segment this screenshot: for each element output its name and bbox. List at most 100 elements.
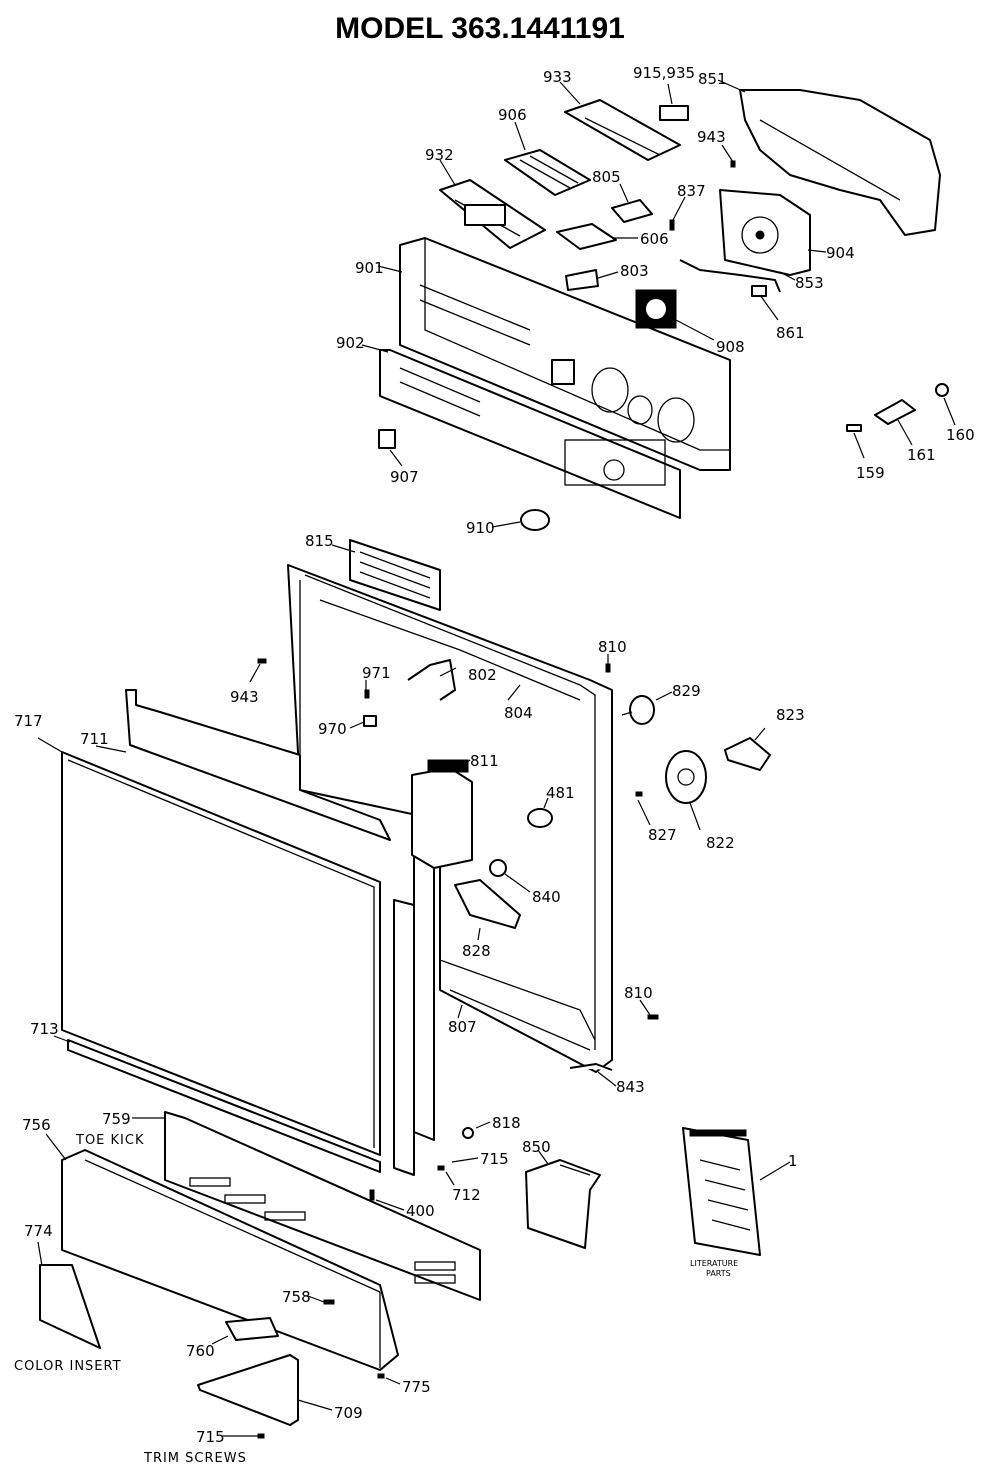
label-606: 606	[640, 230, 669, 248]
label-805: 805	[592, 168, 621, 186]
model-title: MODEL 363.1441191	[335, 12, 625, 45]
part-713-drawing	[67, 1039, 381, 1173]
label-933: 933	[543, 68, 572, 86]
label-908: 908	[716, 338, 745, 356]
screw-810-top	[605, 663, 611, 673]
part-850-drawing	[525, 1159, 601, 1249]
part-802-drawing	[407, 659, 456, 701]
label-160: 160	[946, 426, 975, 444]
label-709: 709	[334, 1404, 363, 1422]
part-933-drawing	[564, 99, 681, 161]
label-758: 758	[282, 1288, 311, 1306]
screw-827	[635, 791, 643, 797]
label-851: 851	[698, 70, 727, 88]
caption-trim-screws: TRIM SCREWS	[143, 1451, 247, 1466]
part-606-drawing	[556, 223, 617, 250]
part-840-drawing	[489, 859, 507, 877]
part-907-drawing	[378, 429, 396, 449]
label-901: 901	[355, 259, 384, 277]
label-818: 818	[492, 1114, 521, 1132]
label-907: 907	[390, 468, 419, 486]
label-161: 161	[907, 446, 936, 464]
label-715-bottom: 715	[196, 1428, 225, 1446]
label-810-top: 810	[598, 638, 627, 656]
label-807: 807	[448, 1018, 477, 1036]
part-159-drawing	[846, 424, 862, 432]
part-910-drawing	[520, 509, 550, 531]
part-843-drawing	[569, 1063, 613, 1071]
part-400-drawing	[369, 1189, 375, 1201]
part-161-drawing	[874, 399, 916, 425]
label-811: 811	[470, 752, 499, 770]
label-822: 822	[706, 834, 735, 852]
screw-715-bottom	[257, 1433, 265, 1439]
part-908-drawing	[635, 289, 677, 329]
part-760-drawing	[225, 1317, 279, 1341]
label-943-top: 943	[697, 128, 726, 146]
part-901-console-drawing	[399, 237, 731, 471]
part-759-toe-kick-drawing	[164, 1111, 481, 1301]
label-159: 159	[856, 464, 885, 482]
label-803: 803	[620, 262, 649, 280]
label-837: 837	[677, 182, 706, 200]
label-971: 971	[362, 664, 391, 682]
label-915-935: 915,935	[633, 64, 695, 82]
label-717: 717	[14, 712, 43, 730]
part-805-drawing	[611, 199, 653, 223]
part-970-drawing	[363, 715, 377, 727]
caption-literature-parts-2: PARTS	[706, 1269, 731, 1278]
label-970: 970	[318, 720, 347, 738]
label-823: 823	[776, 706, 805, 724]
part-932-drawing	[439, 179, 546, 249]
label-827: 827	[648, 826, 677, 844]
label-932: 932	[425, 146, 454, 164]
part-829-drawing	[621, 695, 655, 725]
label-802: 802	[468, 666, 497, 684]
label-1: 1	[788, 1152, 798, 1170]
label-902: 902	[336, 334, 365, 352]
part-971-drawing	[364, 689, 370, 699]
label-715-mid: 715	[480, 1150, 509, 1168]
part-1-literature-drawing	[682, 1127, 761, 1256]
label-850: 850	[522, 1138, 551, 1156]
screw-837	[669, 219, 675, 231]
part-853-drawing	[679, 259, 781, 293]
caption-literature-parts-1: LITERATURE	[690, 1259, 738, 1268]
label-815: 815	[305, 532, 334, 550]
screw-943-mid	[257, 658, 267, 664]
label-910: 910	[466, 519, 495, 537]
label-906: 906	[498, 106, 527, 124]
label-711: 711	[80, 730, 109, 748]
part-709-drawing	[197, 1354, 299, 1426]
label-759: 759	[102, 1110, 131, 1128]
part-915-935-drawing	[659, 105, 689, 121]
label-861: 861	[776, 324, 805, 342]
part-823-drawing	[724, 737, 771, 771]
part-822-drawing	[665, 750, 707, 804]
part-818-drawing	[462, 1127, 474, 1139]
part-904-timer-drawing	[719, 189, 811, 276]
label-400: 400	[406, 1202, 435, 1220]
label-775: 775	[402, 1378, 431, 1396]
label-712: 712	[452, 1186, 481, 1204]
part-828-drawing	[454, 879, 521, 929]
screw-943-top	[730, 160, 736, 168]
screw-758	[323, 1299, 335, 1305]
label-829: 829	[672, 682, 701, 700]
part-711-drawing	[125, 689, 391, 841]
part-712-drawing	[437, 1165, 445, 1171]
part-717-door-panel-drawing	[61, 751, 381, 1156]
part-774-color-insert-drawing	[39, 1264, 101, 1349]
label-713: 713	[30, 1020, 59, 1038]
label-943-mid: 943	[230, 688, 259, 706]
part-906-drawing	[504, 149, 591, 196]
label-904: 904	[826, 244, 855, 262]
caption-toe-kick: TOE KICK	[75, 1133, 144, 1148]
label-481: 481	[546, 784, 575, 802]
label-843: 843	[616, 1078, 645, 1096]
label-853: 853	[795, 274, 824, 292]
part-756-drawing	[61, 1149, 399, 1371]
label-774: 774	[24, 1222, 53, 1240]
part-160-drawing	[935, 383, 949, 397]
